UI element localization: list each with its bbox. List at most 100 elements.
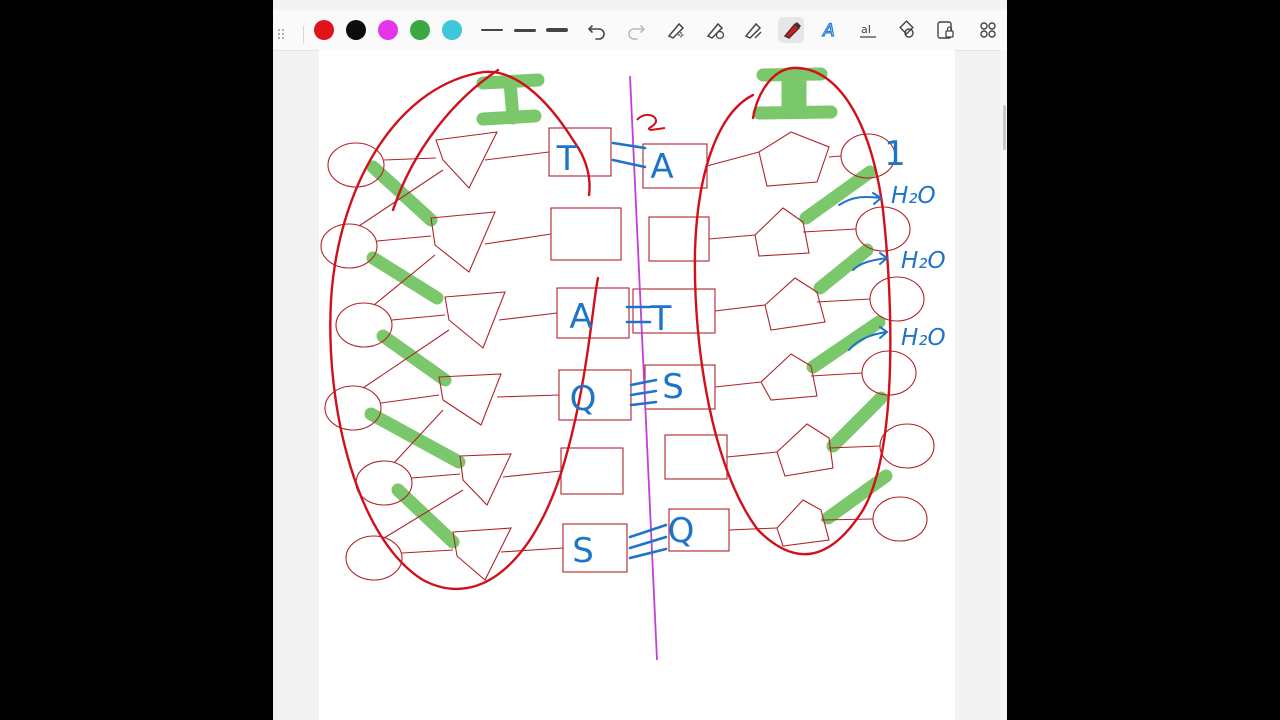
redo-icon[interactable] [623, 17, 649, 43]
phosphate-left-4 [355, 460, 413, 506]
glyco-left-3 [496, 394, 560, 398]
nucleotide-structures [320, 127, 935, 581]
bond-right-3 [810, 372, 863, 377]
svg-text:aI: aI [861, 23, 871, 36]
base-label-left-0: T [556, 139, 578, 179]
sugar-left-1 [430, 211, 496, 273]
sugar-right-2 [764, 277, 826, 331]
backbone-left-0 [358, 169, 444, 227]
red-enclosures [329, 66, 892, 591]
sugar-right-0 [758, 131, 830, 187]
glyco-left-5 [500, 547, 564, 553]
base-box-left-1 [550, 207, 622, 261]
phosphate-left-3 [324, 385, 382, 431]
svg-text:A: A [822, 21, 835, 41]
glyco-right-1 [708, 234, 756, 240]
base-label-right-2: T [650, 299, 672, 339]
shapes-icon[interactable] [893, 17, 919, 43]
bond-left-1 [376, 235, 432, 242]
sugar-right-3 [760, 353, 818, 401]
toolbar-grip-icon[interactable] [277, 28, 287, 40]
phosphate-left-2 [335, 302, 393, 348]
backbone-left-1 [373, 254, 436, 306]
line-width-thin-button[interactable] [480, 18, 504, 42]
sugar-right-4 [776, 423, 834, 477]
base-label-left-3: Q [570, 379, 597, 419]
color-black-swatch[interactable] [346, 20, 366, 40]
drawing-toolbar: A aI [273, 10, 1007, 51]
water-label-0: H₂O [891, 183, 936, 209]
vertical-scrollbar[interactable] [1001, 50, 1007, 720]
color-cyan-swatch[interactable] [442, 20, 462, 40]
app-window: A aI [273, 0, 1007, 720]
glyco-right-3 [714, 381, 762, 388]
bond-right-0 [828, 155, 842, 158]
pen-tool-icon[interactable] [740, 17, 766, 43]
water-label-1: H₂O [901, 248, 946, 274]
ink-to-text-icon[interactable]: aI [855, 17, 881, 43]
bond-left-2 [391, 314, 446, 321]
bond-right-2 [816, 298, 871, 303]
sugar-left-0 [435, 131, 498, 189]
lock-icon[interactable] [932, 17, 958, 43]
glyco-left-2 [498, 312, 558, 321]
scrollbar-thumb[interactable] [1003, 105, 1006, 150]
toolbar-separator [303, 26, 304, 44]
more-apps-icon[interactable] [975, 17, 1001, 43]
highlighter-icon[interactable] [778, 17, 804, 43]
phosphate-right-2 [869, 276, 925, 322]
undo-icon[interactable] [584, 17, 610, 43]
line-width-medium-button[interactable] [513, 18, 537, 42]
phosphate-left-5 [345, 535, 403, 581]
bond-left-4 [411, 473, 461, 479]
color-red-swatch[interactable] [314, 20, 334, 40]
base-label-left-5: S [572, 531, 594, 571]
backbone-left-4 [383, 489, 464, 539]
base-label-right-0: A [650, 147, 673, 187]
color-green-swatch[interactable] [410, 20, 430, 40]
bond-left-0 [383, 157, 437, 161]
glyco-right-5 [728, 527, 778, 531]
color-magenta-swatch[interactable] [378, 20, 398, 40]
glyco-right-4 [726, 451, 778, 458]
strand-divider-line [629, 75, 658, 661]
sugar-left-3 [438, 373, 502, 426]
annotation-one: 1 [884, 134, 906, 174]
text-style-icon[interactable]: A [816, 17, 842, 43]
water-label-2: H₂O [901, 325, 946, 351]
sugar-left-5 [452, 527, 512, 581]
ink-to-shape-icon[interactable] [702, 17, 728, 43]
glyco-left-0 [484, 151, 550, 161]
glyco-right-2 [714, 304, 766, 312]
bond-right-4 [828, 445, 881, 449]
green-highlights [364, 67, 893, 549]
sugar-left-4 [459, 453, 512, 506]
sugar-right-5 [776, 499, 830, 547]
red-squiggle [636, 114, 666, 132]
phosphate-right-4 [879, 423, 935, 469]
phosphate-left-1 [320, 223, 378, 269]
bond-right-1 [802, 228, 857, 233]
bond-right-5 [820, 518, 874, 521]
base-box-left-4 [560, 447, 624, 495]
backbone-left-2 [362, 329, 450, 389]
sugar-right-1 [754, 207, 810, 257]
lasso-select-icon[interactable] [663, 17, 689, 43]
base-box-right-1 [648, 216, 710, 262]
line-width-thick-button[interactable] [545, 18, 569, 42]
sugar-left-2 [444, 291, 506, 349]
glyco-left-1 [484, 233, 552, 245]
base-label-left-2: A [569, 297, 592, 337]
phosphate-right-5 [872, 496, 928, 542]
base-label-right-5: Q [668, 511, 695, 551]
hydrogen-bonds [611, 141, 668, 560]
base-box-right-2 [632, 288, 716, 334]
water-arrows [838, 192, 889, 351]
glyco-left-4 [502, 470, 562, 478]
base-label-right-3: S [662, 367, 684, 407]
glyco-right-0 [706, 151, 760, 167]
bond-left-3 [380, 394, 440, 404]
bond-left-5 [401, 549, 454, 554]
